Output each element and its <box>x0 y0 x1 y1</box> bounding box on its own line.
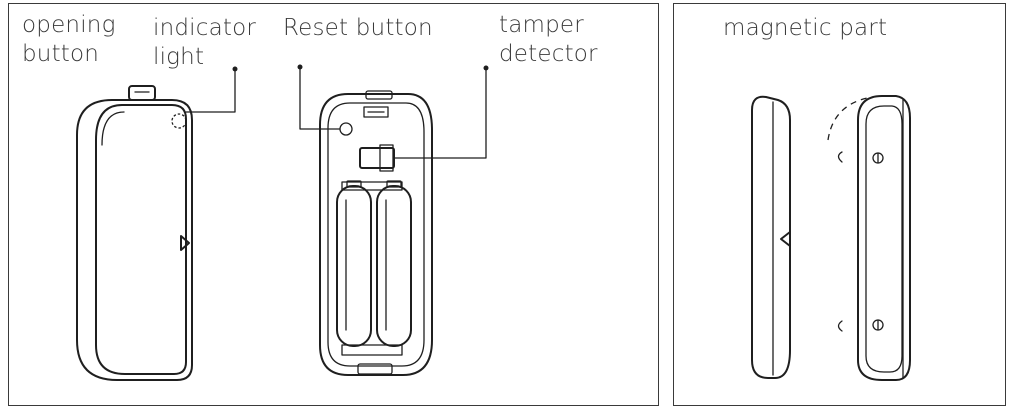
sensor-front-face <box>95 104 187 375</box>
reset-button-label: Reset button <box>283 14 433 43</box>
bottom-clip <box>357 363 393 375</box>
tamper-detector-label-line2: detector <box>499 41 598 67</box>
battery-contact-top <box>341 181 403 191</box>
reset-button-label-text: Reset button <box>283 15 433 41</box>
indicator-light-label-line2: light <box>153 44 205 70</box>
indicator-light-label: indicator light <box>153 14 256 72</box>
top-clip <box>365 90 393 100</box>
mark-lower <box>837 320 843 332</box>
magnetic-part-panel <box>673 3 1006 406</box>
magnetic-part-label-text: magnetic part <box>723 15 888 41</box>
indicator-light-label-line1: indicator <box>153 15 257 41</box>
mark-upper <box>837 151 843 163</box>
open-shell-outer <box>319 93 433 376</box>
indicator-light <box>171 113 187 129</box>
reset-button <box>339 122 353 136</box>
tamper-detector-label: tamper detector <box>499 11 598 69</box>
opening-button <box>128 85 156 101</box>
magnet-body-right <box>857 95 911 381</box>
tamper-callout-line <box>393 67 487 159</box>
triangle-right-icon <box>180 235 190 251</box>
sensor-back-shell <box>76 99 193 381</box>
opening-arc <box>827 95 881 141</box>
magnetic-part-label: magnetic part <box>723 14 887 43</box>
battery-contact-bottom <box>341 344 403 356</box>
tamper-detector <box>359 147 395 169</box>
open-shell-inner <box>327 102 425 367</box>
main-unit-panel <box>8 3 659 406</box>
screw-icon <box>872 152 884 164</box>
sensor-edge-highlight <box>101 111 125 146</box>
top-connector <box>363 106 389 118</box>
reset-callout-line <box>299 66 341 130</box>
opening-button-label-line1: opening <box>22 12 116 38</box>
battery-1 <box>336 180 372 347</box>
tamper-switch <box>379 144 394 172</box>
magnet-body-left <box>751 95 791 379</box>
battery-2 <box>376 180 412 347</box>
indicator-callout-line <box>185 68 236 113</box>
magnetic-part-right <box>857 95 911 381</box>
opening-button-label: opening button <box>22 11 116 69</box>
triangle-left-icon <box>780 231 791 247</box>
magnet-inner-right <box>865 105 903 373</box>
magnetic-part-left <box>751 95 791 379</box>
sensor-front-view <box>76 85 193 381</box>
callout-lines <box>185 64 489 159</box>
opening-button-label-line2: button <box>22 41 100 67</box>
screw-icon <box>872 319 884 331</box>
tamper-detector-label-line1: tamper <box>499 12 584 38</box>
sensor-open-view <box>319 90 433 376</box>
